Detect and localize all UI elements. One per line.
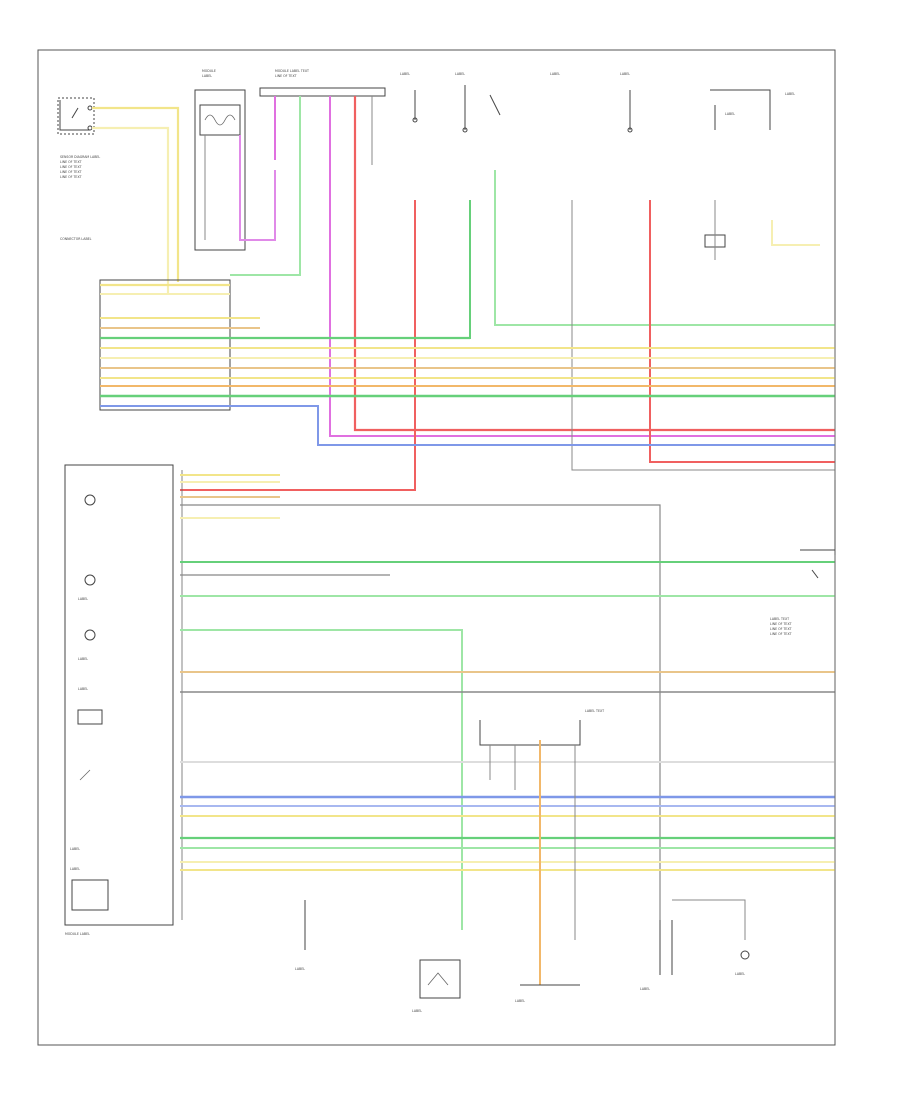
svg-text:LINE OF TEXT: LINE OF TEXT bbox=[770, 627, 792, 631]
wire bbox=[239, 135, 276, 241]
upper-horizontal-wires bbox=[100, 283, 835, 446]
svg-text:LABEL: LABEL bbox=[640, 987, 650, 991]
svg-text:LABEL: LABEL bbox=[202, 74, 212, 78]
top-left-sensor: SENSOR DIAGRAM LABEL LINE OF TEXT LINE O… bbox=[57, 97, 100, 179]
svg-text:LINE OF TEXT: LINE OF TEXT bbox=[275, 74, 297, 78]
svg-text:MODULE: MODULE bbox=[202, 69, 216, 73]
svg-text:CONNECTOR LABEL: CONNECTOR LABEL bbox=[60, 237, 92, 241]
svg-text:LABEL TEXT: LABEL TEXT bbox=[770, 617, 789, 621]
wire bbox=[92, 126, 170, 295]
svg-text:MODULE LABEL TEXT: MODULE LABEL TEXT bbox=[275, 69, 309, 73]
wire bbox=[329, 96, 835, 437]
wire bbox=[771, 220, 820, 246]
svg-text:LABEL: LABEL bbox=[70, 867, 80, 871]
diagram-frame bbox=[37, 49, 836, 1046]
svg-text:LINE OF TEXT: LINE OF TEXT bbox=[60, 175, 82, 179]
top-module-wires bbox=[204, 96, 835, 437]
top-module-1: MODULE LABEL bbox=[194, 69, 246, 251]
svg-text:LABEL: LABEL bbox=[620, 72, 630, 76]
middle-splice: LABEL TEXT bbox=[479, 709, 604, 985]
wire bbox=[100, 405, 835, 446]
wire bbox=[180, 629, 463, 930]
wire bbox=[649, 200, 835, 463]
svg-text:LABEL: LABEL bbox=[78, 687, 88, 691]
svg-text:LABEL: LABEL bbox=[550, 72, 560, 76]
right-connector: LABEL TEXT LINE OF TEXT LINE OF TEXT LIN… bbox=[770, 549, 835, 636]
wire bbox=[180, 504, 661, 920]
top-right-components: LABEL LABEL LABEL LABEL LABEL LABEL bbox=[400, 72, 795, 248]
svg-text:LABEL: LABEL bbox=[735, 972, 745, 976]
svg-text:MODULE LABEL: MODULE LABEL bbox=[65, 932, 90, 936]
svg-text:LINE OF TEXT: LINE OF TEXT bbox=[60, 160, 82, 164]
svg-text:LABEL: LABEL bbox=[295, 967, 305, 971]
svg-text:LABEL: LABEL bbox=[412, 1009, 422, 1013]
svg-text:LABEL: LABEL bbox=[515, 999, 525, 1003]
svg-text:LINE OF TEXT: LINE OF TEXT bbox=[60, 165, 82, 169]
bottom-components: LABEL LABEL LABEL LABEL LABEL bbox=[295, 899, 750, 1013]
svg-text:LABEL: LABEL bbox=[70, 847, 80, 851]
top-left-wires bbox=[92, 106, 180, 295]
svg-text:LABEL: LABEL bbox=[78, 657, 88, 661]
svg-text:LINE OF TEXT: LINE OF TEXT bbox=[60, 170, 82, 174]
top-module-2: MODULE LABEL TEXT LINE OF TEXT bbox=[259, 69, 386, 97]
svg-text:LABEL: LABEL bbox=[785, 92, 795, 96]
control-module: MODULE LABEL LABEL LABEL LABEL LABEL LAB… bbox=[64, 464, 174, 936]
svg-text:LINE OF TEXT: LINE OF TEXT bbox=[770, 632, 792, 636]
wire bbox=[353, 96, 835, 432]
wire bbox=[571, 200, 835, 471]
wire bbox=[230, 96, 301, 276]
svg-text:LINE OF TEXT: LINE OF TEXT bbox=[770, 622, 792, 626]
svg-text:LABEL: LABEL bbox=[455, 72, 465, 76]
svg-text:LABEL: LABEL bbox=[725, 112, 735, 116]
lower-horizontal-wires bbox=[180, 474, 835, 930]
svg-text:SENSOR DIAGRAM LABEL: SENSOR DIAGRAM LABEL bbox=[60, 155, 100, 159]
top-right-wires bbox=[180, 170, 835, 491]
svg-text:LABEL: LABEL bbox=[78, 597, 88, 601]
wire bbox=[180, 200, 416, 491]
svg-text:LABEL: LABEL bbox=[400, 72, 410, 76]
wire bbox=[672, 899, 746, 940]
upper-connector: CONNECTOR LABEL bbox=[60, 237, 231, 411]
svg-text:LABEL TEXT: LABEL TEXT bbox=[585, 709, 604, 713]
wire bbox=[92, 106, 180, 282]
wire bbox=[494, 170, 835, 326]
